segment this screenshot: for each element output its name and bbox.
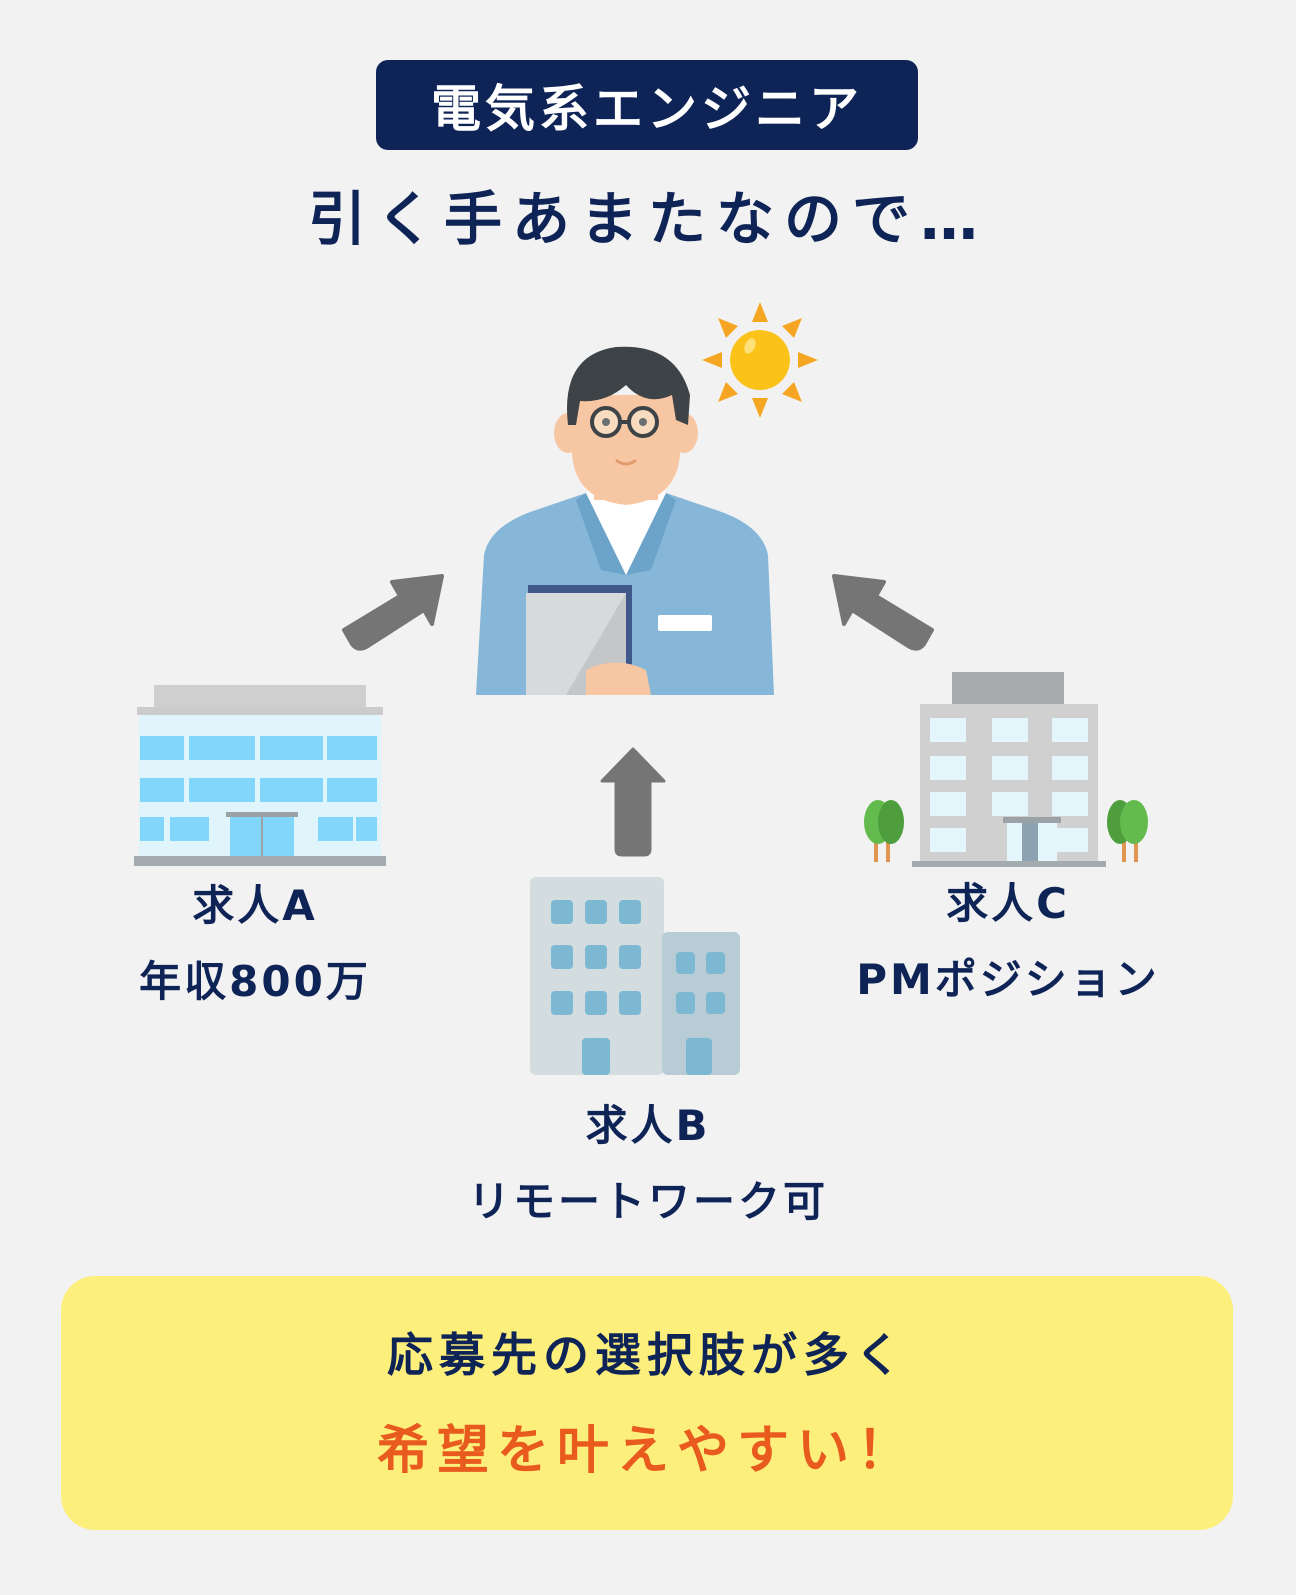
sun-icon xyxy=(702,302,818,418)
category-badge: 電気系エンジニア xyxy=(376,60,918,150)
engineer-person-illustration xyxy=(476,346,774,695)
job-a-label: 求人A 年収800万 xyxy=(80,868,430,1020)
office-tower-with-trees-icon xyxy=(864,672,1148,867)
arrow-up-left-icon xyxy=(832,574,934,651)
job-c-label: 求人C PMポジション xyxy=(808,866,1208,1018)
summary-line-2: 希望を叶えやすい！ xyxy=(376,1421,917,1481)
job-c-detail: PMポジション xyxy=(856,955,1160,1004)
job-b-title: 求人B xyxy=(585,1101,711,1150)
job-a-detail: 年収800万 xyxy=(139,957,371,1006)
job-b-detail: リモートワーク可 xyxy=(467,1177,828,1226)
summary-line-1: 応募先の選択肢が多く xyxy=(387,1328,907,1382)
office-building-icon xyxy=(134,685,386,866)
job-a-title: 求人A xyxy=(192,881,318,930)
arrow-up-right-icon xyxy=(342,574,444,651)
job-c-title: 求人C xyxy=(946,879,1070,928)
job-b-label: 求人B リモートワーク可 xyxy=(398,1088,898,1240)
office-buildings-icon xyxy=(530,877,740,1075)
headline: 引く手あまたなので… xyxy=(307,185,988,253)
arrow-up-icon xyxy=(600,747,666,857)
summary-box: 応募先の選択肢が多く 希望を叶えやすい！ xyxy=(61,1276,1233,1530)
